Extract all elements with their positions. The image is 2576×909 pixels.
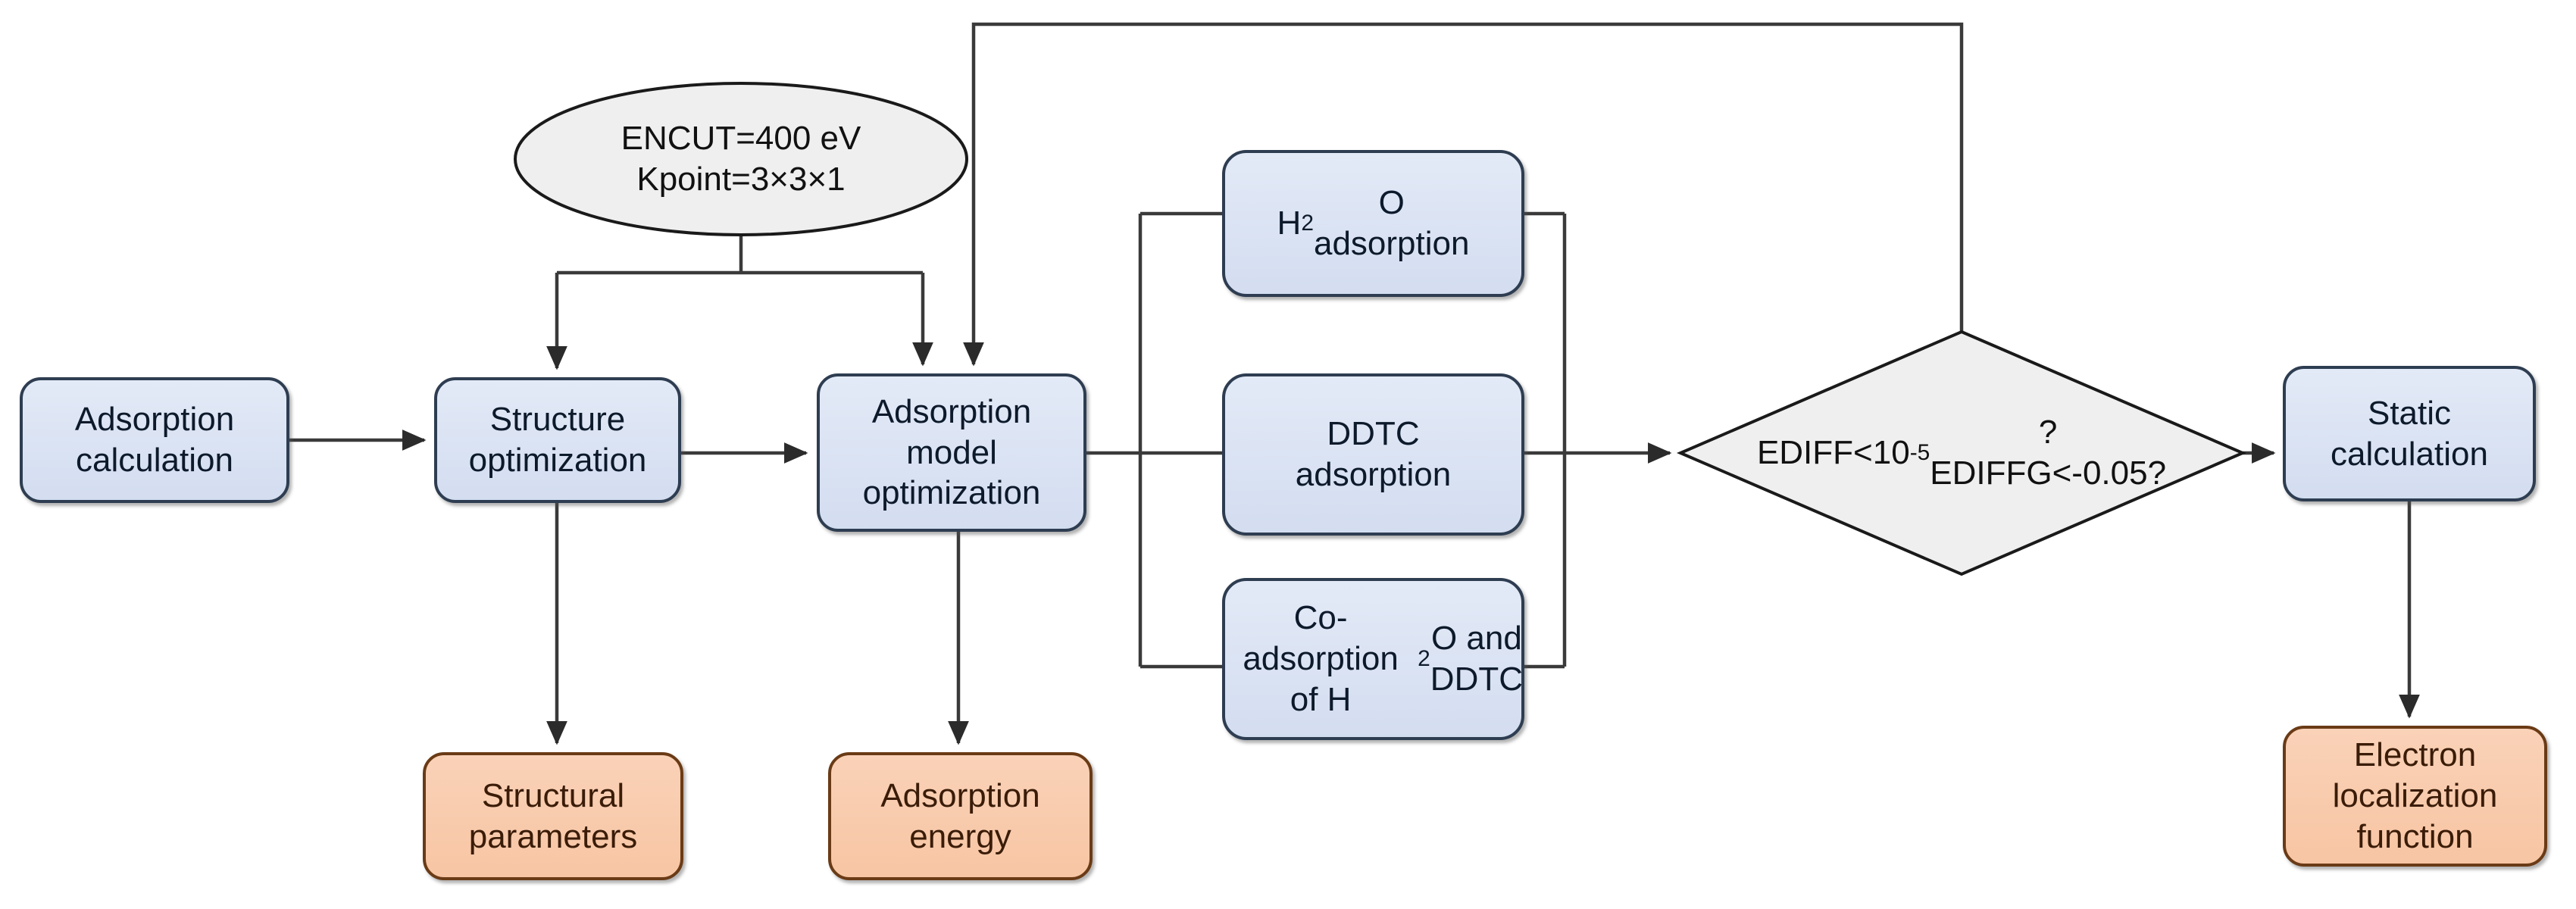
edge-decision-feedback-to-model <box>963 22 1964 367</box>
node-adsorption-energy[interactable] <box>828 752 1093 880</box>
node-adsorption-model-optimization[interactable] <box>817 373 1086 532</box>
node-structure-optimization[interactable] <box>434 377 681 503</box>
node-adsorption-calculation[interactable] <box>20 377 289 503</box>
node-static-calculation[interactable] <box>2283 366 2536 501</box>
node-electron-localization-function[interactable] <box>2283 726 2547 867</box>
node-h2o-adsorption[interactable] <box>1222 150 1524 297</box>
node-calculation-parameters[interactable] <box>514 82 968 236</box>
node-co-adsorption[interactable] <box>1222 578 1524 740</box>
node-structural-parameters[interactable] <box>423 752 683 880</box>
node-convergence-decision[interactable] <box>1676 330 2247 576</box>
node-ddtc-adsorption[interactable] <box>1222 373 1524 536</box>
